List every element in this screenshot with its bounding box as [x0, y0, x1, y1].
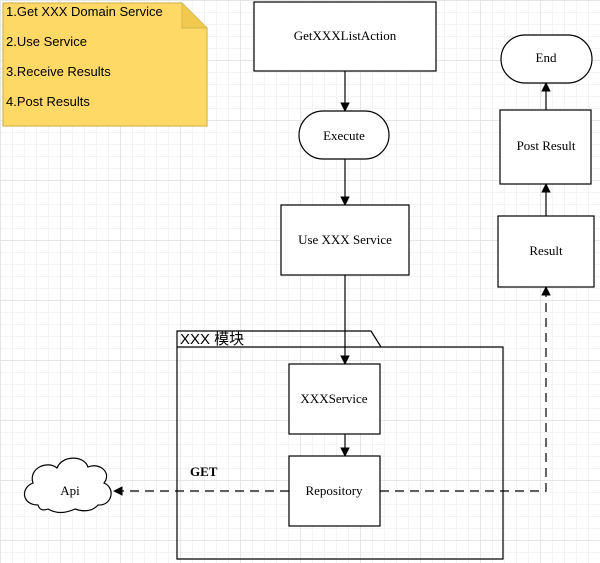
module-label: XXX 模块	[180, 331, 244, 348]
get-list-action-box[interactable]: GetXXXListAction	[253, 1, 437, 72]
get-edge-label: GET	[190, 464, 218, 479]
repository-box[interactable]: Repository	[288, 455, 381, 527]
repository-label: Repository	[305, 483, 363, 498]
note-line-2: 2.Use Service	[6, 34, 87, 49]
get-list-action-label: GetXXXListAction	[294, 28, 397, 43]
post-result-label: Post Result	[517, 138, 576, 153]
post-result-box[interactable]: Post Result	[499, 109, 592, 185]
execute-terminator[interactable]: Execute	[298, 110, 390, 160]
edge-repository-to-result	[380, 286, 551, 492]
note-line-3: 3.Receive Results	[6, 64, 111, 79]
note-line-1: 1.Get XXX Domain Service	[6, 4, 163, 19]
api-cloud[interactable]: Api	[24, 457, 112, 514]
result-box[interactable]: Result	[497, 215, 595, 288]
result-label: Result	[529, 243, 563, 258]
module-container[interactable]: XXX 模块	[176, 330, 504, 560]
end-label: End	[536, 50, 557, 65]
note-line-4: 4.Post Results	[6, 94, 90, 109]
use-service-box[interactable]: Use XXX Service	[280, 204, 410, 276]
end-terminator[interactable]: End	[500, 34, 593, 84]
xxxservice-box[interactable]: XXXService	[288, 363, 381, 435]
execute-label: Execute	[323, 128, 365, 143]
use-service-label: Use XXX Service	[298, 232, 392, 247]
xxxservice-label: XXXService	[300, 391, 367, 406]
api-label: Api	[60, 483, 80, 498]
sticky-note[interactable]: 1.Get XXX Domain Service 2.Use Service 3…	[2, 2, 208, 127]
